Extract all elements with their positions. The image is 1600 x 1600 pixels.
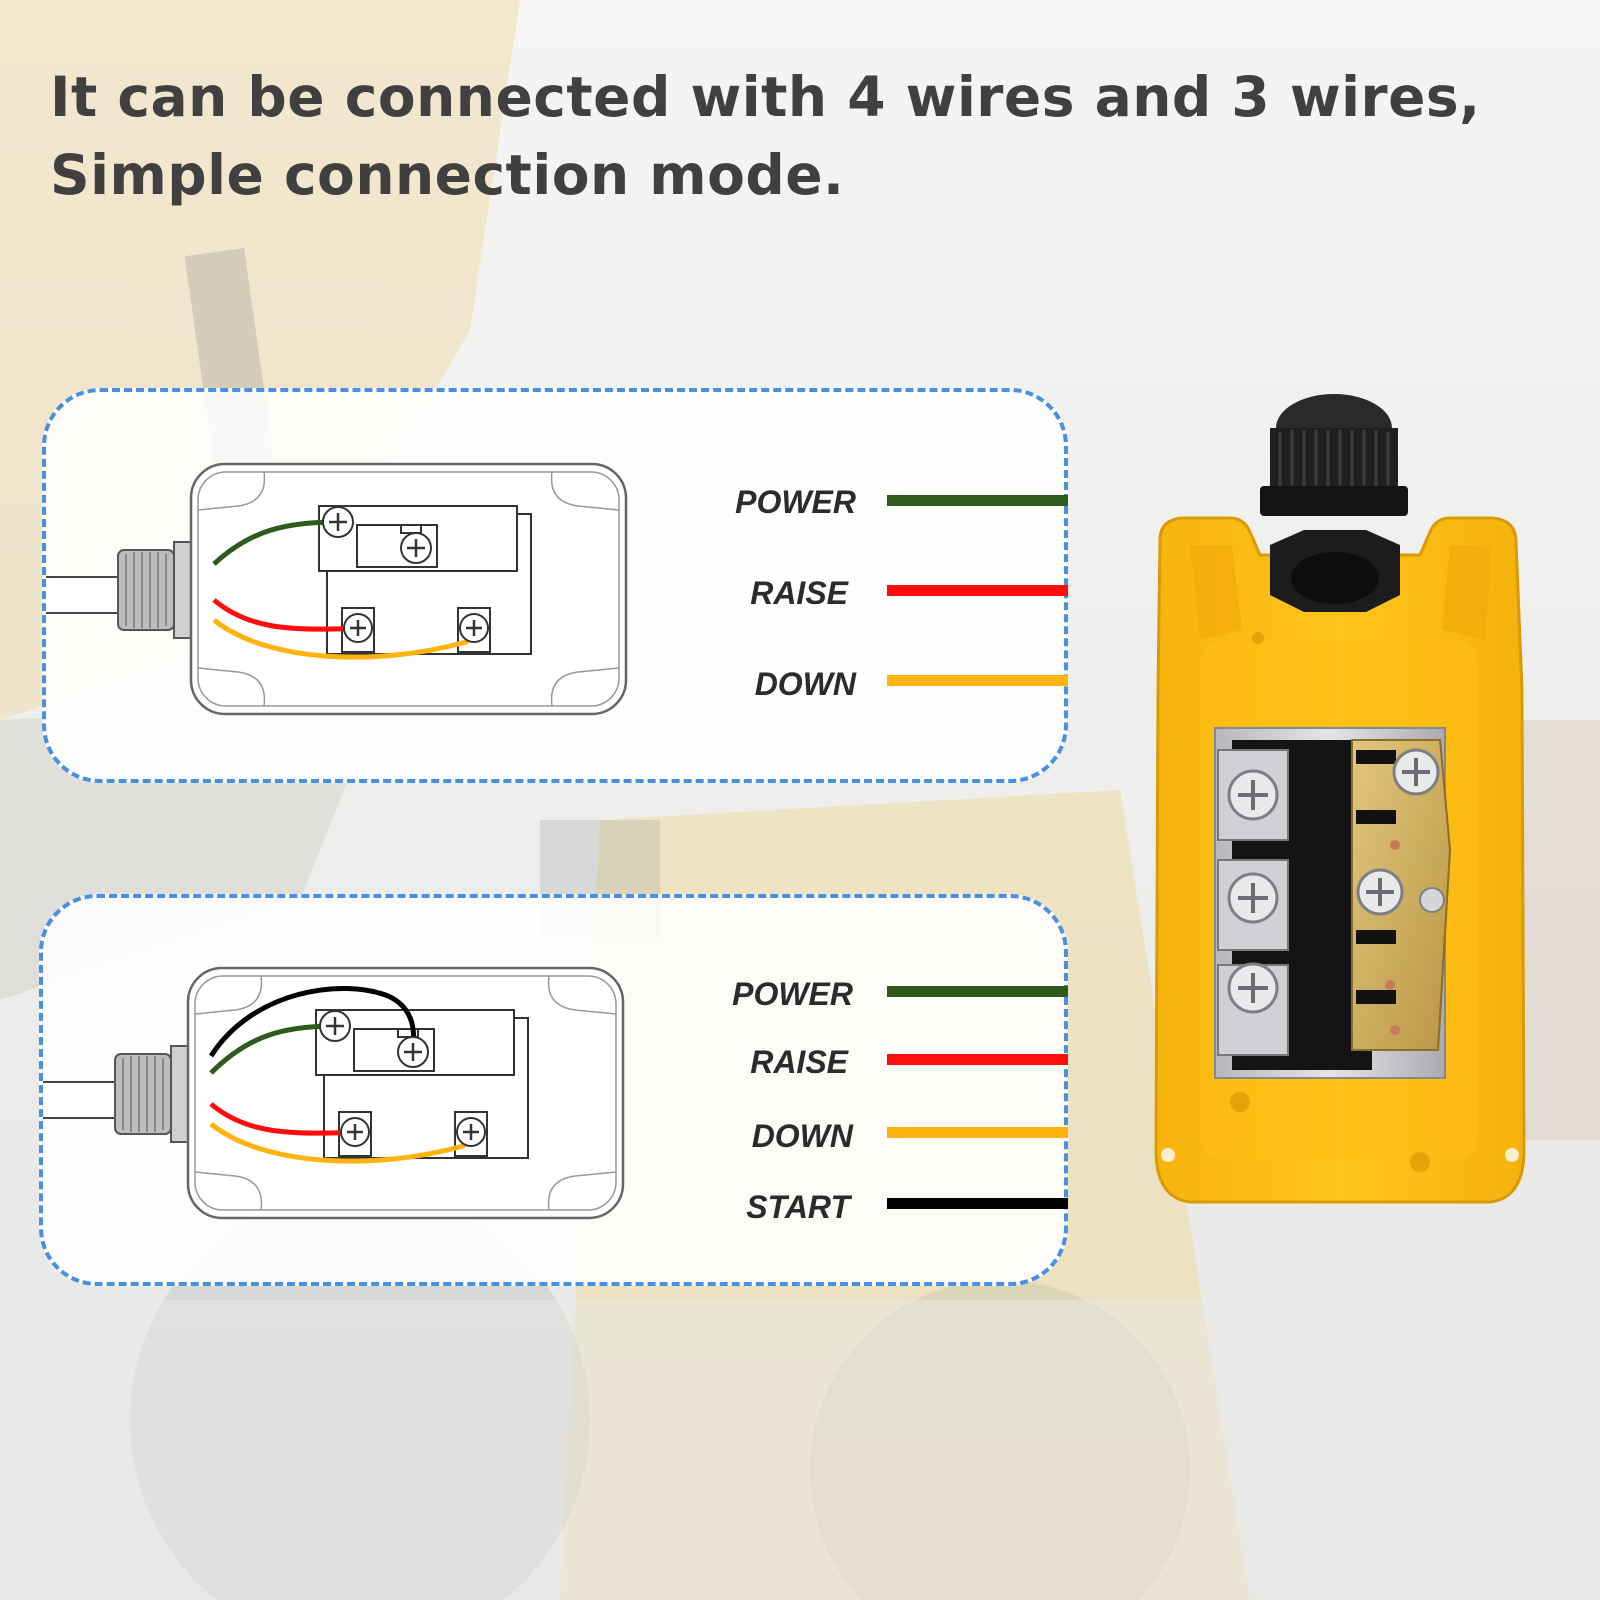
screw-icon: [456, 1117, 486, 1147]
three-wire-diagram-panel: POWER RAISE DOWN: [42, 388, 1068, 783]
screw-icon: [1356, 868, 1404, 916]
screw-icon: [340, 1117, 370, 1147]
switch-enclosure-illustration: [1154, 394, 1526, 1204]
screw-icon: [322, 506, 354, 538]
screw-icon: [1392, 748, 1440, 796]
raise-wire: [209, 1102, 356, 1136]
legend-line-power: [887, 495, 1068, 506]
headline: It can be connected with 4 wires and 3 w…: [50, 58, 1481, 214]
screw-icon: [1419, 887, 1445, 913]
legend-label-raise: RAISE: [750, 1044, 848, 1080]
legend-label-raise: RAISE: [750, 575, 848, 611]
legend-label-down: DOWN: [751, 1118, 853, 1154]
housing-outline: [189, 462, 628, 716]
screw-icon: [1227, 962, 1279, 1014]
start-wire: [208, 985, 417, 1058]
down-wire: [212, 618, 477, 660]
legend-line-down: [887, 675, 1068, 686]
screw-icon: [459, 613, 489, 643]
three-wire-switch-box-drawing: [46, 462, 628, 716]
screw-icon: [343, 613, 373, 643]
four-wire-diagram-panel: POWER RAISE DOWN START: [39, 894, 1068, 1286]
legend-label-power: POWER: [732, 976, 853, 1012]
screw-icon: [1227, 769, 1279, 821]
legend-label-start: START: [746, 1189, 850, 1225]
headline-line-1: It can be connected with 4 wires and 3 w…: [50, 65, 1481, 129]
power-wire: [212, 519, 339, 566]
legend-line-raise: [887, 585, 1068, 596]
screw-icon: [319, 1010, 351, 1042]
screw-icon: [400, 532, 432, 564]
legend-line-raise: [887, 1054, 1068, 1065]
legend-line-power: [887, 986, 1068, 997]
four-wire-switch-box-drawing: [43, 966, 625, 1220]
cable-gland: [1260, 394, 1408, 516]
power-wire: [209, 1023, 336, 1075]
legend-label-down: DOWN: [754, 666, 856, 702]
cable: [43, 1081, 116, 1119]
raise-wire: [212, 598, 359, 632]
legend-line-start: [887, 1198, 1068, 1209]
cable: [46, 576, 119, 614]
down-wire: [209, 1122, 474, 1164]
housing-outline: [186, 966, 625, 1220]
headline-line-2: Simple connection mode.: [50, 143, 845, 207]
screw-icon: [397, 1036, 429, 1068]
screw-icon: [1227, 872, 1279, 924]
entry-nut: [1270, 530, 1400, 612]
legend-line-down: [887, 1127, 1068, 1138]
legend-label-power: POWER: [735, 484, 856, 520]
